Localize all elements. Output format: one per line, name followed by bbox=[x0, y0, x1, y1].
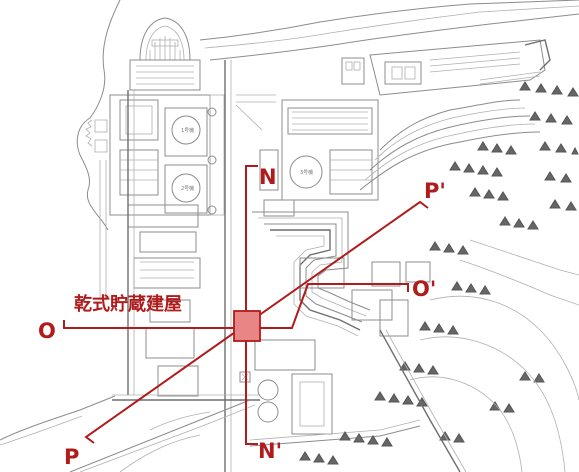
unit1-label: 1号機 bbox=[181, 127, 194, 134]
unit3-label: 3号機 bbox=[300, 169, 313, 176]
section-label-o-prime: O' bbox=[412, 277, 436, 301]
section-label-o: O bbox=[38, 319, 56, 343]
section-label-n: N bbox=[259, 165, 277, 189]
section-label-p-prime: P' bbox=[424, 179, 446, 203]
unit2-label: 2号機 bbox=[181, 185, 194, 192]
dry-storage-building-label: 乾式貯蔵建屋 bbox=[74, 293, 182, 315]
section-label-n-prime: N' bbox=[258, 439, 282, 463]
section-label-p: P bbox=[64, 445, 79, 469]
section-line-n bbox=[245, 165, 258, 445]
section-line-o bbox=[63, 283, 409, 329]
slope-hatching bbox=[299, 81, 579, 465]
dry-storage-building-marker[interactable] bbox=[233, 310, 261, 342]
